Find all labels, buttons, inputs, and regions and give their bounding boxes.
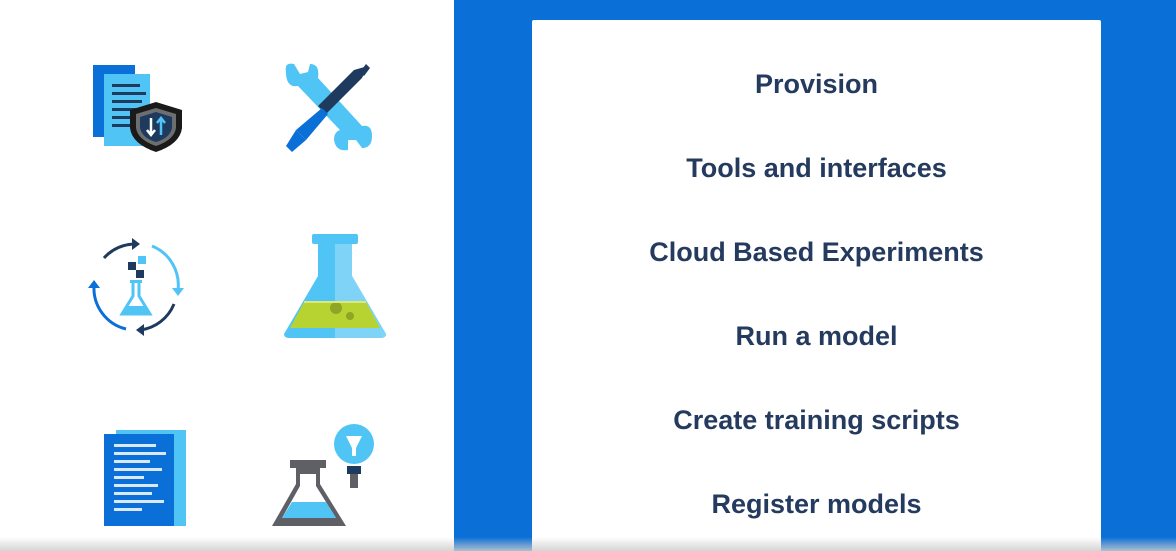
flask-icon: [280, 232, 390, 342]
experiment-cycle-icon: [82, 232, 190, 340]
icon-panel: [0, 0, 454, 551]
topic-provision: Provision: [754, 69, 879, 99]
topic-create-training-scripts: Create training scripts: [673, 405, 960, 435]
bottom-fade: [0, 537, 1176, 551]
topics-card: Provision Tools and interfaces Cloud Bas…: [532, 20, 1101, 551]
topic-tools-and-interfaces: Tools and interfaces: [686, 153, 947, 183]
topic-cloud-based-experiments: Cloud Based Experiments: [649, 237, 984, 267]
topics-panel: Provision Tools and interfaces Cloud Bas…: [454, 0, 1176, 551]
training-script-icon: [102, 428, 188, 528]
topic-run-a-model: Run a model: [735, 321, 898, 351]
topic-register-models: Register models: [711, 489, 922, 519]
wrench-screwdriver-icon: [280, 60, 374, 156]
flask-lightbulb-icon: [270, 422, 382, 532]
secure-documents-icon: [90, 62, 186, 154]
